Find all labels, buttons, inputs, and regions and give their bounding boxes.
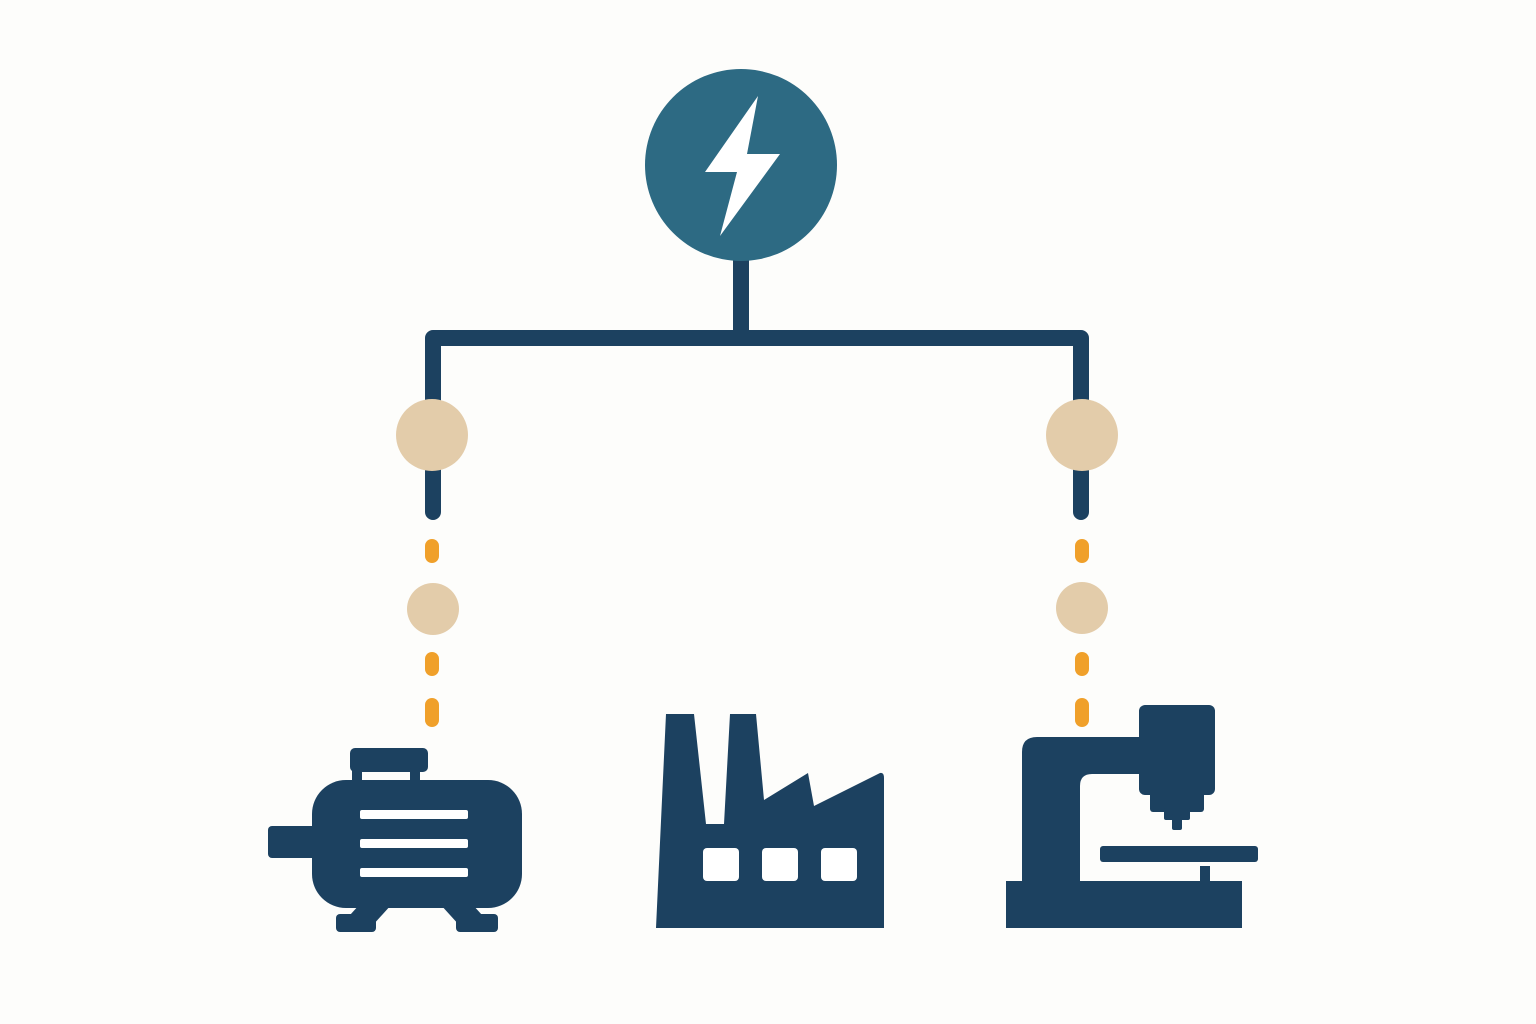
relay-node-left: [407, 583, 459, 635]
factory-icon: [656, 714, 884, 928]
power-source: [645, 69, 837, 261]
drill-press-icon: [1006, 705, 1258, 928]
electric-motor-icon: [268, 748, 522, 932]
lightning-bolt-icon: [705, 96, 780, 236]
junction-node-left: [396, 399, 468, 471]
junction-node-right: [1046, 399, 1118, 471]
relay-node-right: [1056, 582, 1108, 634]
